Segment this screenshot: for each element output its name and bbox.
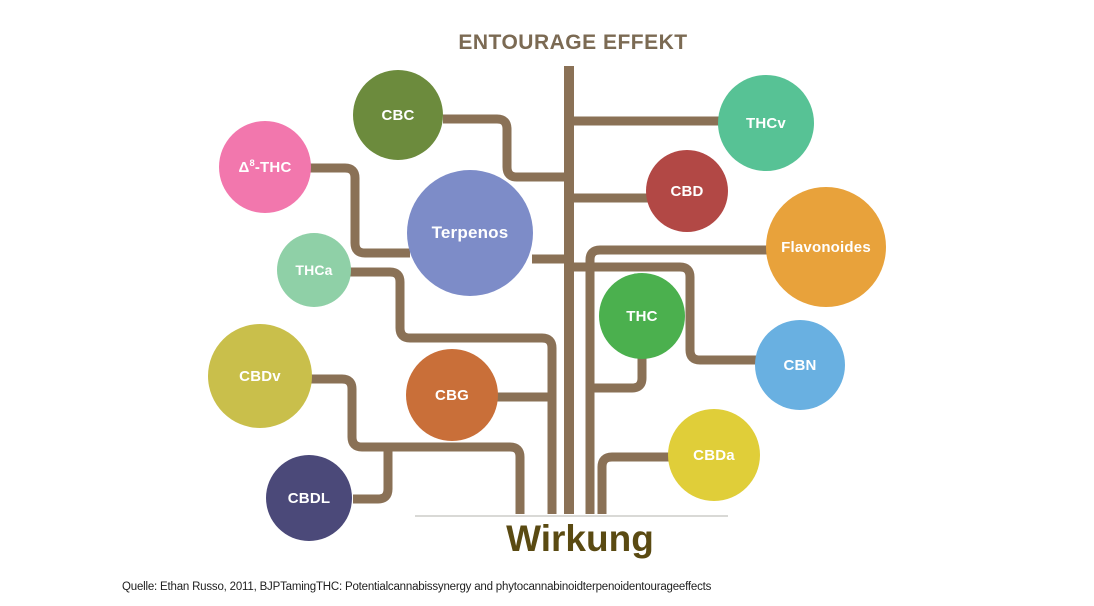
node-terpenos: Terpenos: [407, 170, 533, 296]
diagram-title: ENTOURAGE EFFEKT: [458, 31, 688, 54]
node-cbd-label: CBD: [670, 182, 704, 200]
node-cbdv-label: CBDv: [239, 367, 281, 385]
node-thc-label: THC: [626, 307, 658, 325]
node-cbc-label: CBC: [381, 106, 415, 124]
node-cbd: CBD: [646, 150, 728, 232]
node-thcv-label: THCv: [746, 114, 786, 132]
branch-flavonoides: [585, 245, 769, 514]
node-cbda: CBDa: [668, 409, 760, 501]
node-cbn-label: CBN: [783, 356, 817, 374]
node-terpenos-label: Terpenos: [431, 223, 509, 242]
wirkung-label: Wirkung: [506, 518, 654, 559]
branch-thca: [348, 267, 557, 514]
node-cbc: CBC: [353, 70, 443, 160]
node-cbdl: CBDL: [266, 455, 352, 541]
node-thcv: THCv: [718, 75, 814, 171]
node-cbg: CBG: [406, 349, 498, 441]
node-cbg-label: CBG: [435, 386, 469, 404]
branch-cbc: [443, 114, 566, 182]
branch-delta8-thc: [308, 163, 410, 258]
node-thc: THC: [599, 273, 685, 359]
branch-cbda: [597, 452, 671, 514]
branch-cbn: [571, 262, 758, 365]
node-flavonoides: Flavonoides: [766, 187, 886, 307]
node-delta8-thc: Δ8-THC: [219, 121, 311, 213]
node-cbdl-label: CBDL: [287, 489, 331, 507]
node-cbn: CBN: [755, 320, 845, 410]
node-thca: THCa: [277, 233, 351, 307]
branch-cbdv: [310, 374, 525, 514]
node-thca-label: THCa: [295, 262, 333, 278]
node-cbdv: CBDv: [208, 324, 312, 428]
branch-thc: [589, 357, 647, 393]
node-flavonoides-label: Flavonoides: [781, 238, 871, 256]
source-citation: Quelle: Ethan Russo, 2011, BJPTamingTHC:…: [122, 581, 712, 593]
branch-cbdl: [353, 443, 393, 504]
node-delta8-thc-label: Δ8-THC: [238, 157, 292, 176]
node-cbda-label: CBDa: [693, 446, 735, 464]
ground-line: [415, 515, 728, 517]
